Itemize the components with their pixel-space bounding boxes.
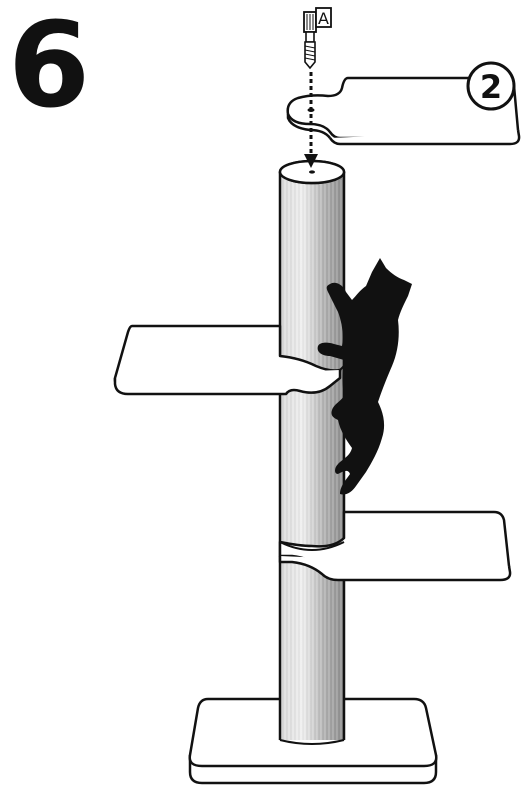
- part-callout: 2: [466, 61, 516, 111]
- step-number: 6: [8, 0, 91, 134]
- part-callout-number: 2: [480, 68, 502, 106]
- base-plate-icon: [188, 697, 438, 785]
- scratching-post-icon: [278, 159, 346, 745]
- cat-silhouette-icon: [317, 258, 412, 495]
- platform-icon: [286, 76, 521, 146]
- dotted-arrow-icon: [304, 72, 318, 168]
- platform-icon: [113, 324, 345, 396]
- platform-icon: [278, 510, 512, 582]
- screw-icon: A: [303, 7, 332, 70]
- screw-label: A: [318, 9, 329, 28]
